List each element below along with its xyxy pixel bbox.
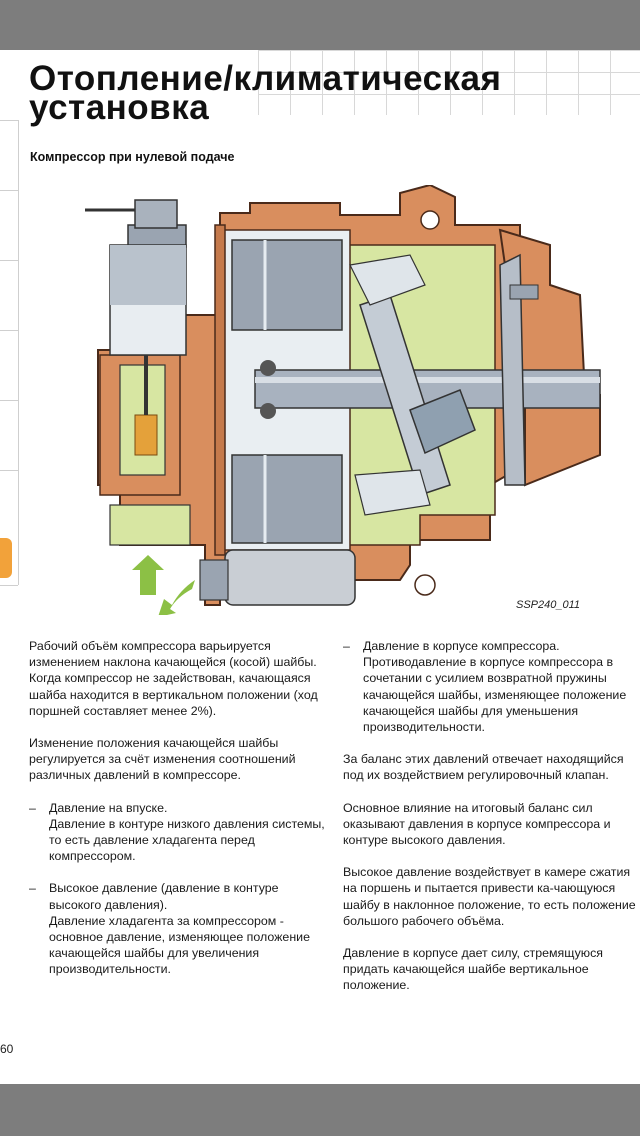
- list-marker: –: [29, 800, 36, 815]
- figure-caption: SSP240_011: [516, 599, 581, 611]
- top-bar: [0, 0, 640, 50]
- page-title: Отопление/климатическая установка: [29, 61, 501, 125]
- compressor-diagram: [85, 185, 601, 615]
- title-line-2: установка: [29, 88, 210, 127]
- piston-lower: [231, 454, 343, 544]
- inlet-port: [109, 504, 191, 546]
- list-item: – Давление в корпусе компрессора. Против…: [343, 638, 639, 735]
- list-item-head: Давление на впуске.: [49, 800, 168, 815]
- section-tab: [0, 260, 18, 261]
- title-line-1: Отопление/климатическая: [29, 59, 502, 98]
- document-page[interactable]: Отопление/климатическая установка Компре…: [0, 50, 640, 1084]
- list-item-body: Давление в контуре низкого давления сист…: [49, 816, 325, 864]
- section-tab: [0, 330, 18, 331]
- bottom-bar: [0, 1084, 640, 1136]
- list-item-head: Высокое давление (давление в контуре выс…: [49, 881, 279, 912]
- section-tab: [0, 190, 18, 191]
- mounting-hole: [420, 210, 440, 230]
- paragraph: Изменение положения качающейся шайбы рег…: [29, 736, 296, 783]
- list-item: – Давление на впуске. Давление в контуре…: [29, 800, 329, 865]
- clutch-disc: [499, 253, 526, 486]
- inlet-arrow: [132, 555, 164, 595]
- section-tab: [0, 400, 18, 401]
- list-marker: –: [29, 881, 36, 896]
- solenoid-top: [134, 199, 178, 229]
- page-number: 60: [0, 1042, 14, 1056]
- valve-plate: [214, 224, 226, 556]
- piston-upper: [231, 239, 343, 331]
- paragraph: Основное влияние на итоговый баланс сил …: [343, 800, 611, 848]
- spring: [134, 414, 158, 456]
- paragraph: Высокое давление воздействует в камере с…: [343, 865, 636, 928]
- bearing-ball: [260, 403, 276, 419]
- section-subtitle: Компрессор при нулевой подаче: [30, 150, 235, 164]
- list-marker: –: [343, 639, 350, 653]
- section-tab: [0, 120, 18, 121]
- text-column-left: Рабочий объём компрессора варьируется из…: [29, 638, 329, 994]
- list-item-head: Давление в корпусе компрессора.: [363, 639, 560, 653]
- drive-shaft: [254, 369, 601, 409]
- section-tab: [0, 470, 18, 471]
- header-grid: [258, 50, 640, 115]
- list-item-body: Давление хладагента за компрессором - ос…: [49, 913, 310, 977]
- paragraph: Давление в корпусе дает силу, стремящуюс…: [343, 946, 603, 993]
- paragraph: За баланс этих давлений отвечает находящ…: [343, 752, 624, 783]
- list-item: – Высокое давление (давление в контуре в…: [29, 880, 329, 977]
- text-column-right: – Давление в корпусе компрессора. Против…: [343, 638, 639, 1010]
- left-margin-rule: [18, 120, 19, 585]
- section-tab: [0, 585, 18, 586]
- mounting-hole: [414, 574, 436, 596]
- paragraph: Рабочий объём компрессора варьируется из…: [29, 639, 318, 718]
- swash-link: [409, 389, 476, 455]
- active-section-tab: [0, 538, 12, 578]
- list-item-body: Противодавление в корпусе компрессора в …: [363, 655, 627, 735]
- outlet-block: [224, 549, 356, 606]
- section-tabs: [0, 120, 18, 590]
- bearing-ball: [260, 360, 276, 376]
- outlet-arrow: [158, 580, 195, 615]
